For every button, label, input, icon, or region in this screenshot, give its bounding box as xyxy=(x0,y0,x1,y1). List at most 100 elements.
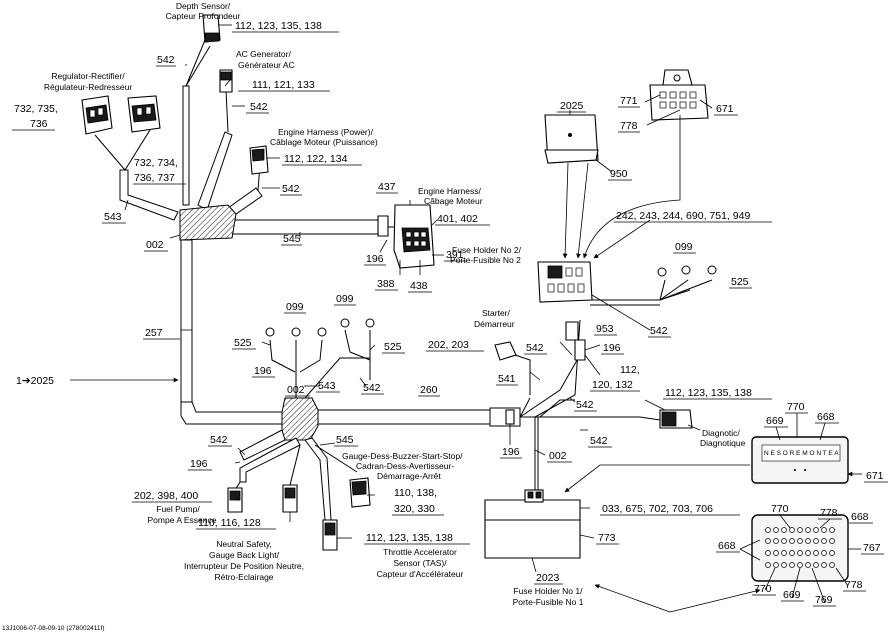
svg-text:Câbage Moteur: Câbage Moteur xyxy=(424,196,483,206)
svg-text:953: 953 xyxy=(596,323,614,335)
ring-terminals-099-left xyxy=(265,327,327,337)
depth-sensor-label: Depth Sensor/ xyxy=(176,1,231,11)
depth-sensor-connector xyxy=(202,14,221,43)
svg-text:Pompe A Essence: Pompe A Essence xyxy=(148,515,217,525)
svg-text:Démarreur: Démarreur xyxy=(474,319,515,329)
svg-text:671: 671 xyxy=(716,103,734,115)
svg-text:543: 543 xyxy=(104,211,122,223)
engine-power-label: Engine Harness (Power)/ xyxy=(278,127,374,137)
svg-text:732, 735,: 732, 735, xyxy=(14,103,58,115)
svg-text:002: 002 xyxy=(549,450,567,462)
svg-text:438: 438 xyxy=(410,280,428,292)
svg-text:668: 668 xyxy=(718,540,736,552)
svg-text:112, 123, 135, 138: 112, 123, 135, 138 xyxy=(665,387,752,399)
throttle-connector xyxy=(322,519,338,551)
panel-bottom-pins xyxy=(765,527,835,568)
svg-text:542: 542 xyxy=(650,325,668,337)
svg-text:099: 099 xyxy=(675,241,693,253)
gauge-connector xyxy=(349,477,371,508)
svg-text:771: 771 xyxy=(620,95,638,107)
svg-text:Démarrage-Arrêt: Démarrage-Arrêt xyxy=(377,471,441,481)
fuse-holder-1-label: Fuse Holder No 1/ xyxy=(514,586,584,596)
svg-text:545: 545 xyxy=(283,233,301,245)
svg-text:542: 542 xyxy=(590,435,608,447)
svg-text:Sensor (TAS)/: Sensor (TAS)/ xyxy=(393,558,447,568)
diagnostic-label: Diagnotic/ xyxy=(702,428,740,438)
svg-text:773: 773 xyxy=(598,532,616,544)
svg-text:Porte-Fusible No 1: Porte-Fusible No 1 xyxy=(513,597,584,607)
svg-text:Capteur Profondeur: Capteur Profondeur xyxy=(166,11,241,21)
engine-harness-block xyxy=(377,204,435,269)
leader-lines xyxy=(124,24,713,573)
svg-text:671: 671 xyxy=(866,470,884,482)
svg-text:202, 203: 202, 203 xyxy=(428,339,469,351)
fuse-holder-2-label: Fuse Holder No 2/ xyxy=(452,245,522,255)
svg-text:525: 525 xyxy=(384,341,402,353)
svg-text:542: 542 xyxy=(576,399,594,411)
throttle-label: Throttle Accelerator xyxy=(383,547,457,557)
svg-text:033, 675, 702, 703, 706: 033, 675, 702, 703, 706 xyxy=(602,503,713,515)
svg-text:778: 778 xyxy=(620,120,638,132)
svg-text:Régulateur-Redresseur: Régulateur-Redresseur xyxy=(44,82,133,92)
connector-196-center xyxy=(505,409,515,425)
ring-terminals-099-mid xyxy=(340,318,375,328)
svg-text:002: 002 xyxy=(146,239,164,251)
svg-text:Rétro-Eclairage: Rétro-Eclairage xyxy=(214,572,273,582)
svg-text:Cadran-Dess-Avertisseur-: Cadran-Dess-Avertisseur- xyxy=(356,461,454,471)
right-wires xyxy=(514,279,713,520)
junction-002-top xyxy=(179,204,237,241)
depth-sensor-refs: 112, 123, 135, 138 xyxy=(235,20,322,32)
svg-text:242, 243, 244, 690, 751, 949: 242, 243, 244, 690, 751, 949 xyxy=(616,210,750,222)
svg-text:Câblage Moteur (Puissance): Câblage Moteur (Puissance) xyxy=(270,137,378,147)
svg-text:388: 388 xyxy=(377,278,395,290)
ac-generator-label: AC Generator/ xyxy=(236,49,291,59)
regulator-label: Regulator-Rectifier/ xyxy=(51,71,125,81)
svg-text:Générateur AC: Générateur AC xyxy=(238,60,295,70)
svg-text:2023: 2023 xyxy=(536,572,560,584)
svg-text:196: 196 xyxy=(603,342,621,354)
engine-harness-label: Engine Harness/ xyxy=(418,186,481,196)
svg-text:542: 542 xyxy=(526,342,544,354)
svg-text:N E S O R E M O N T E A: N E S O R E M O N T E A xyxy=(764,450,839,457)
svg-text:Gauge Back Light/: Gauge Back Light/ xyxy=(209,550,280,560)
starter-connector xyxy=(494,341,517,361)
svg-text:778: 778 xyxy=(845,579,863,591)
footer-code: 13J1006-07-08-09-10 (278002411f) xyxy=(2,625,105,632)
relay-connector xyxy=(649,69,709,121)
arrows xyxy=(70,115,862,613)
svg-text:Interrupteur De Position Neutr: Interrupteur De Position Neutre, xyxy=(184,561,304,571)
upper-wires xyxy=(94,39,400,228)
svg-text:770: 770 xyxy=(787,401,805,413)
starter-label: Starter/ xyxy=(482,308,511,318)
svg-text:668: 668 xyxy=(851,511,869,523)
svg-text:099: 099 xyxy=(286,301,304,313)
lower-wires xyxy=(234,329,371,521)
diagnostic-connector xyxy=(659,409,693,429)
svg-text:541: 541 xyxy=(498,373,516,385)
svg-text:Diagnotique: Diagnotique xyxy=(700,438,746,448)
svg-text:257: 257 xyxy=(145,327,163,339)
regulator-connector-left xyxy=(81,95,113,135)
ac-generator-connector xyxy=(219,69,233,93)
svg-text:1➔2025: 1➔2025 xyxy=(16,375,54,387)
svg-text:770: 770 xyxy=(754,583,772,595)
svg-text:543: 543 xyxy=(318,380,336,392)
svg-text:668: 668 xyxy=(817,411,835,423)
svg-text:525: 525 xyxy=(234,337,252,349)
svg-text:120, 132: 120, 132 xyxy=(592,379,633,391)
fuse-box-2025 xyxy=(544,114,599,164)
svg-text:202, 398, 400: 202, 398, 400 xyxy=(134,490,198,502)
svg-text:669: 669 xyxy=(783,589,801,601)
svg-text:778: 778 xyxy=(820,507,838,519)
svg-text:099: 099 xyxy=(336,293,354,305)
svg-text:2025: 2025 xyxy=(560,100,584,112)
svg-text:112, 122, 134: 112, 122, 134 xyxy=(284,153,348,165)
svg-text:196: 196 xyxy=(502,446,520,458)
svg-text:732, 734,: 732, 734, xyxy=(134,157,178,169)
svg-text:770: 770 xyxy=(771,503,789,515)
svg-text:736, 737: 736, 737 xyxy=(134,172,175,184)
panel-top: N E S O R E M O N T E A xyxy=(751,436,849,484)
svg-text:110, 138,: 110, 138, xyxy=(394,487,437,499)
regulator-connector-right xyxy=(127,95,161,133)
